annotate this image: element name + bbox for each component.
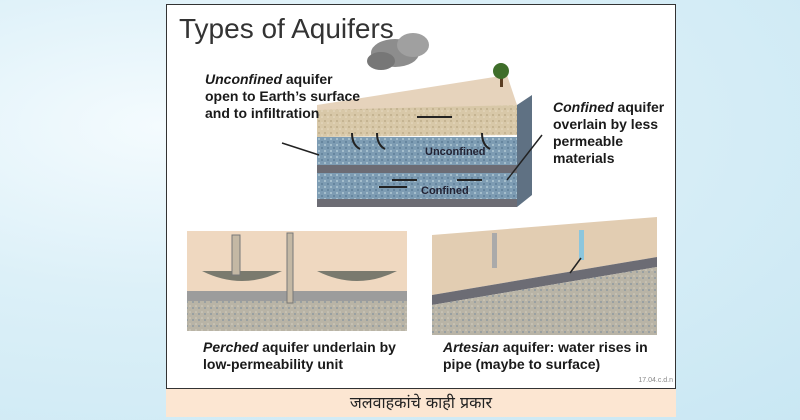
diagram-frame: Unconfined Confined Types of Aquifers Un… xyxy=(166,4,676,389)
tree-icon xyxy=(493,63,509,87)
label-text: overlain by less xyxy=(553,116,659,132)
confined-description: Confined aquifer overlain by less permea… xyxy=(553,99,664,167)
label-text: aquifer underlain by xyxy=(258,339,396,355)
cloud-icon xyxy=(367,33,429,70)
label-emphasis: Unconfined xyxy=(205,71,282,87)
diagram-title: Types of Aquifers xyxy=(179,13,394,44)
label-text: permeable xyxy=(553,133,624,149)
confined-layer xyxy=(317,173,517,201)
label-text: aquifer xyxy=(282,71,333,87)
label-text: materials xyxy=(553,150,615,166)
artesian-description: Artesian aquifer: water rises in pipe (m… xyxy=(443,339,648,373)
artesian-block xyxy=(432,217,657,335)
confined-layer-label: Confined xyxy=(421,185,469,197)
label-text: aquifer xyxy=(613,99,665,115)
label-text: aquifer: water rises in xyxy=(499,339,648,355)
label-emphasis: Artesian xyxy=(443,339,500,355)
perched-block xyxy=(187,231,407,331)
label-text: low-permeability unit xyxy=(203,356,344,372)
image-credit: 17.04.c.d.n xyxy=(638,377,673,384)
figure-caption: जलवाहकांचे काही प्रकार xyxy=(166,389,676,417)
label-text: pipe (maybe to surface) xyxy=(443,356,601,372)
unconfined-description: Unconfined aquifer open to Earth’s surfa… xyxy=(205,71,360,122)
label-emphasis: Perched xyxy=(203,339,259,355)
aquifer-illustration: Unconfined Confined xyxy=(187,33,657,335)
label-text: open to Earth’s surface xyxy=(205,88,361,104)
label-emphasis: Confined xyxy=(553,99,614,115)
label-text: and to infiltration xyxy=(205,105,320,121)
unconfined-layer-label: Unconfined xyxy=(425,146,486,158)
unconfined-layer xyxy=(317,137,517,167)
perched-description: Perched aquifer underlain by low-permeab… xyxy=(203,339,396,373)
